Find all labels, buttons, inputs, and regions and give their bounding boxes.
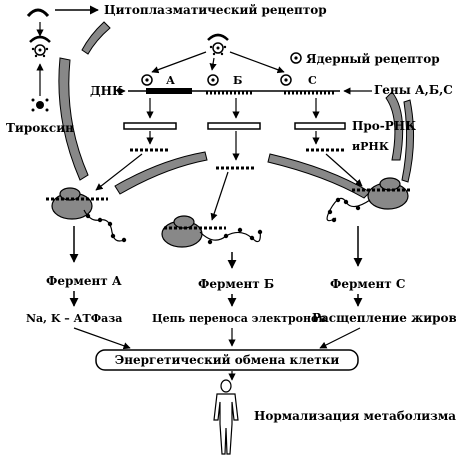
dna-strand	[128, 88, 340, 95]
gene-a-label: А	[166, 74, 175, 87]
energy-exchange-box	[95, 349, 359, 371]
atpase-label: Na, K – АТФаза	[26, 312, 122, 325]
dna-receptors	[141, 74, 292, 86]
ribosome-c-icon	[326, 177, 410, 223]
enzyme-b-label: Фермент Б	[198, 277, 274, 291]
normalization-label: Нормализация метаболизма	[254, 409, 456, 423]
gene-b-label: Б	[233, 74, 242, 87]
nuclear-receptor-label: Ядерный рецептор	[306, 52, 440, 66]
thyroxine-label: Тироксин	[6, 121, 74, 135]
thyroxine-molecule-icon	[31, 98, 49, 112]
dna-label: ДНК	[90, 84, 123, 98]
nuclear-receptor-icon	[290, 52, 302, 64]
ribosome-b-icon	[161, 215, 263, 248]
cytoplasmic-receptor-label: Цитоплазматический рецептор	[104, 3, 327, 17]
nuclear-envelope	[58, 21, 415, 199]
energy-exchange-label: Энергетический обмена клетки	[115, 353, 340, 367]
cytoplasmic-receptor-icon	[26, 5, 99, 18]
pro-rna-label: Про-РНК	[352, 119, 416, 133]
gene-c-label: С	[308, 74, 317, 87]
mrna-label: иРНК	[352, 140, 389, 153]
enzyme-c-label: Фермент С	[330, 277, 405, 291]
nuclear-complex-icon	[207, 33, 229, 56]
fat-breakdown-label: Расщепление жиров	[312, 311, 456, 325]
pro-rna-bars	[123, 122, 346, 130]
human-figure-icon	[213, 379, 239, 455]
electron-chain-label: Цепь переноса электронов	[152, 312, 326, 325]
genes-label: Гены А,Б,С	[374, 83, 453, 97]
mrna-bars	[130, 148, 344, 170]
enzyme-a-label: Фермент А	[46, 274, 122, 288]
ribosome-a-icon	[46, 187, 127, 243]
hormone-receptor-complex-left-icon	[29, 35, 51, 58]
